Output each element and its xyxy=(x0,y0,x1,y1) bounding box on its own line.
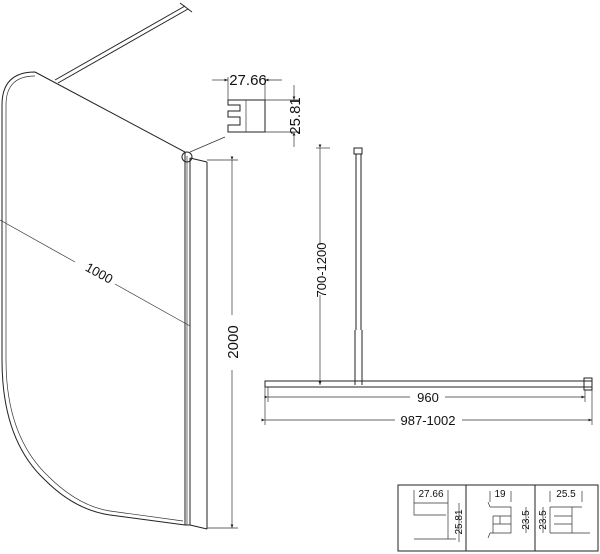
profile-3-width-label: 25.5 xyxy=(556,489,576,500)
top-profile-width-label: 27.66 xyxy=(229,72,267,89)
support-arm-elevation: 700-1200 960 987-1002 xyxy=(261,144,593,428)
profile-3: 25.5 23.5 xyxy=(538,489,590,534)
arm-inner-width-label: 960 xyxy=(417,390,439,405)
profile-2: 19 23.5 xyxy=(487,489,532,539)
arm-height-range-label: 700-1200 xyxy=(314,243,329,298)
panel-height-label: 2000 xyxy=(225,325,242,358)
profiles-box: 27.66 25.81 19 23.5 25.5 23.5 xyxy=(397,484,599,552)
profile-1-height-label: 25.81 xyxy=(454,509,465,534)
top-profile-detail: 27.66 25.81 xyxy=(212,72,304,147)
glass-panel xyxy=(1,71,208,530)
panel-width-label: 1000 xyxy=(83,259,116,286)
profile-2-width-label: 19 xyxy=(494,489,506,500)
profile-1-width-label: 27.66 xyxy=(418,489,443,500)
panel-width-dimension: 1000 xyxy=(0,219,191,327)
support-arm-perspective xyxy=(54,2,226,163)
profile-1: 27.66 25.81 xyxy=(413,489,465,542)
top-profile-height-label: 25.81 xyxy=(287,97,304,135)
profile-2-height-label: 23.5 xyxy=(521,510,532,530)
panel-height-dimension: 2000 xyxy=(207,156,242,529)
arm-overall-width-label: 987-1002 xyxy=(401,413,456,428)
profile-3-height-label: 23.5 xyxy=(538,510,549,530)
